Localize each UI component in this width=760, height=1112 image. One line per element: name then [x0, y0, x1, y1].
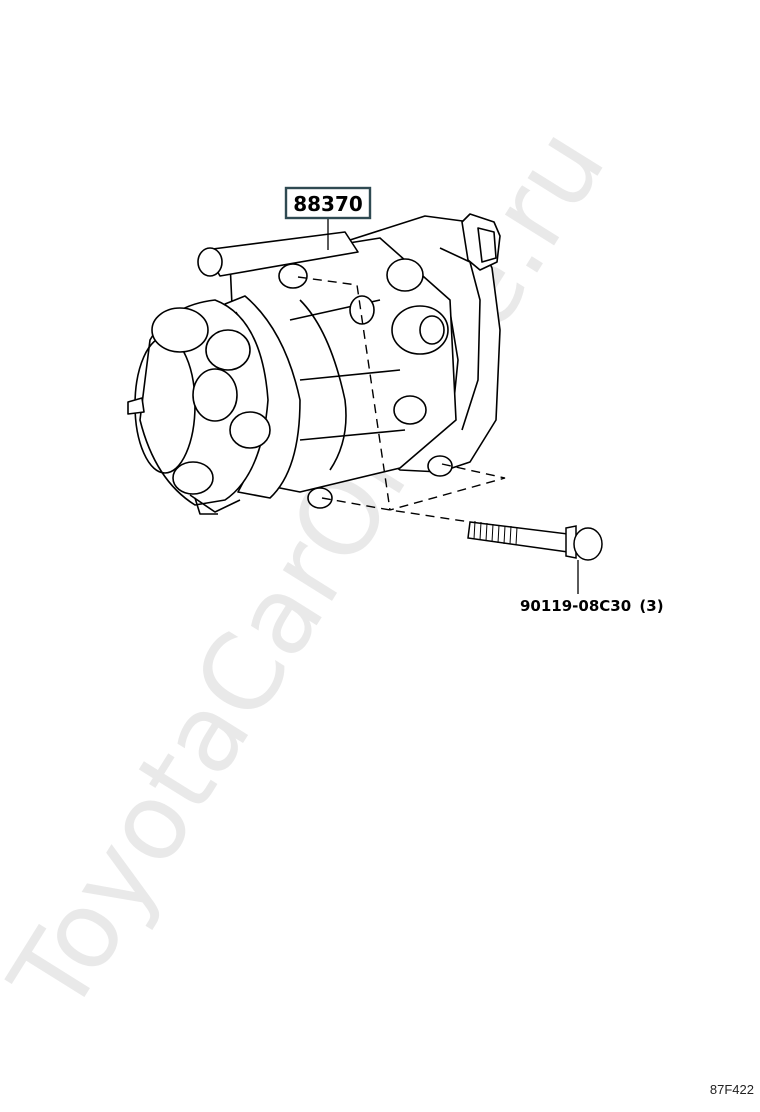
compressor-part-number[interactable]: 88370: [293, 192, 363, 216]
bolt-callout-text: 90119-08C30 (3): [520, 597, 664, 615]
callout-box: [284, 186, 372, 220]
ac-compressor-drawing: [127, 213, 501, 515]
bolt-guide-lines: [297, 276, 506, 523]
figure-code: 87F422: [710, 1082, 754, 1097]
compressor-part-callout[interactable]: 88370: [284, 186, 372, 220]
leader-lines: [327, 218, 579, 594]
bolt-part-number[interactable]: 90119-08C30: [520, 597, 631, 615]
bolt-part-callout[interactable]: 90119-08C30 (3): [520, 597, 664, 615]
bolt-quantity: (3): [639, 597, 663, 615]
bolt-drawing: [467, 520, 603, 561]
